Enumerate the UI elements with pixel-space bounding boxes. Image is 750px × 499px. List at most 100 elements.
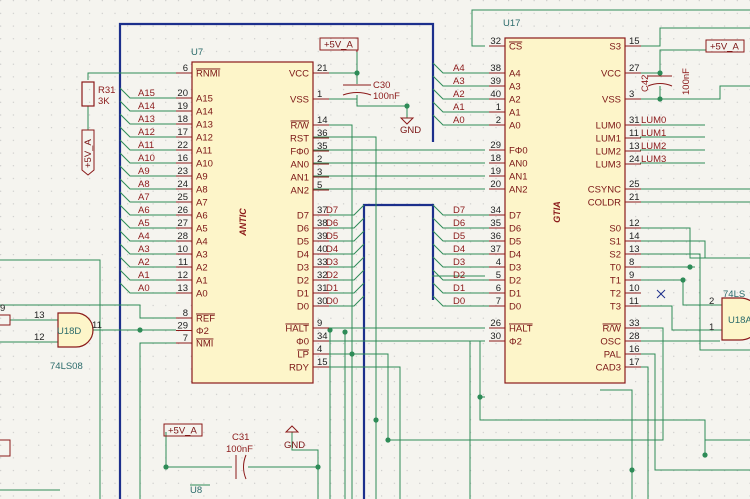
u7-pin-lp[interactable]: 4LP — [297, 344, 329, 361]
pin-name: D7 — [297, 211, 309, 222]
u17-pin-t0[interactable]: 8T0 — [610, 257, 641, 274]
pin-number: 5 — [496, 270, 501, 281]
u18d-and-gate[interactable]: U18D 74LS08 13 12 11 — [34, 310, 102, 372]
u18a-and-gate[interactable]: 74LS U18A 2 1 — [709, 289, 750, 341]
c30-capacitor[interactable]: C30 100nF — [342, 80, 400, 106]
u17-body[interactable] — [504, 37, 626, 384]
u17-pin-t1[interactable]: 9T1 — [610, 270, 641, 287]
c42-capacitor[interactable]: C42 100nF — [640, 68, 692, 96]
u7-pin-rw[interactable]: 14R/W — [291, 115, 329, 132]
c31-ref: C31 — [232, 432, 249, 443]
u7-name: ANTIC — [238, 208, 248, 237]
pin-number: 34 — [317, 331, 328, 342]
pin-number: 26 — [177, 205, 188, 216]
pin-name: RDY — [289, 363, 310, 374]
pin-name: A3 — [196, 250, 208, 261]
u17-pin-rw[interactable]: 33R/W — [603, 318, 641, 335]
u7-body[interactable] — [191, 61, 314, 384]
c31-capacitor[interactable]: C31 100nF — [226, 432, 253, 480]
pin-number: 10 — [177, 244, 188, 255]
r31-resistor[interactable]: R31 3K — [81, 81, 115, 107]
pin-name: AN2 — [291, 186, 309, 197]
